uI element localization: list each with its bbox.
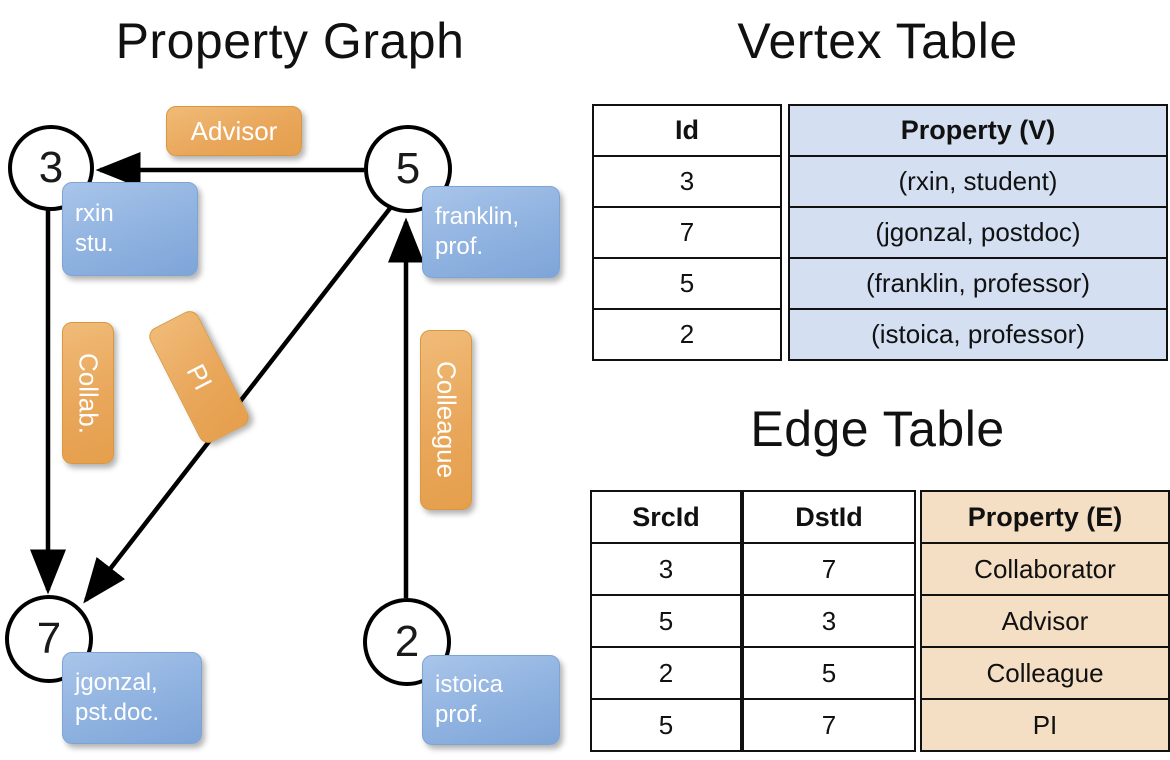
edge-label-colleague: Colleague	[420, 330, 472, 510]
table-header-row: Id	[592, 104, 782, 157]
edge-table-cell-property: PI	[920, 698, 1170, 752]
graph-node-3-property-box: rxin stu.	[62, 182, 198, 276]
table-row[interactable]: PI	[920, 698, 1170, 752]
edge-table-cell-dst: 7	[742, 698, 916, 752]
table-row[interactable]: 3	[590, 542, 742, 596]
edge-table-cell-dst: 3	[742, 594, 916, 648]
edge-table-cell-src: 5	[590, 594, 742, 648]
vertex-table-cell-property: (franklin, professor)	[788, 257, 1168, 310]
edge-label-advisor-text: Advisor	[190, 115, 278, 146]
table-row[interactable]: 5	[742, 646, 916, 700]
vertex-table-header-property: Property (V)	[788, 104, 1168, 157]
graph-node-5-label: 5	[395, 144, 421, 193]
graph-node-2-prop-line-1: istoica	[435, 671, 504, 698]
edge-table-header-property: Property (E)	[920, 490, 1170, 544]
graph-node-5[interactable]: 5	[364, 125, 452, 213]
edge-table-header-src: SrcId	[590, 490, 742, 544]
table-row[interactable]: 7	[592, 206, 782, 259]
graph-node-5-prop-line-2: prof.	[435, 233, 484, 260]
table-row[interactable]: 5	[590, 594, 742, 648]
table-header-row: Property (V)	[788, 104, 1168, 157]
table-row[interactable]: (rxin, student)	[788, 155, 1168, 208]
edge-table-cell-src: 3	[590, 542, 742, 596]
edge-table-cell-dst: 7	[742, 542, 916, 596]
table-header-row: Property (E)	[920, 490, 1170, 544]
graph-node-5-prop-line-1: franklin,	[435, 203, 520, 230]
table-row[interactable]: 3	[742, 594, 916, 648]
graph-node-2-property-box: istoica prof.	[422, 655, 560, 745]
vertex-table-cell-id: 2	[592, 308, 782, 361]
edge-table-dst-column: DstId 7 3 5 7	[742, 490, 916, 752]
vertex-table-cell-property: (jgonzal, postdoc)	[788, 206, 1168, 259]
edge-label-pi-text: PI	[180, 359, 219, 395]
graph-node-2-label: 2	[394, 617, 420, 666]
graph-node-3-label: 3	[38, 143, 64, 192]
graph-node-7-prop-line-2: pst.doc.	[75, 699, 160, 726]
vertex-table-header-id: Id	[592, 104, 782, 157]
edge-table-cell-src: 2	[590, 646, 742, 700]
edge-table-property-column: Property (E) Collaborator Advisor Collea…	[920, 490, 1170, 752]
vertex-table-id-column: Id 3 7 5 2	[592, 104, 782, 361]
page-title-edge-table: Edge Table	[750, 401, 1005, 457]
table-row[interactable]: (jgonzal, postdoc)	[788, 206, 1168, 259]
graph-node-2-prop-line-2: prof.	[435, 701, 484, 728]
table-row[interactable]: 7	[742, 542, 916, 596]
table-header-row: DstId	[742, 490, 916, 544]
edge-table-cell-property: Collaborator	[920, 542, 1170, 596]
table-row[interactable]: (franklin, professor)	[788, 257, 1168, 310]
graph-node-3-prop-line-1: rxin	[75, 200, 114, 227]
graph-node-7-label: 7	[36, 614, 62, 663]
vertex-table-cell-id: 5	[592, 257, 782, 310]
graph-node-5-property-box: franklin, prof.	[422, 186, 560, 278]
edge-label-collab-text: Collab.	[73, 352, 104, 434]
graph-node-2[interactable]: 2	[363, 598, 451, 686]
vertex-table-cell-property: (rxin, student)	[788, 155, 1168, 208]
table-row[interactable]: 7	[742, 698, 916, 752]
edge-label-colleague-text: Colleague	[431, 361, 462, 479]
table-header-row: SrcId	[590, 490, 742, 544]
edge-table-cell-property: Advisor	[920, 594, 1170, 648]
graph-node-7-property-box: jgonzal, pst.doc.	[62, 652, 202, 744]
edge-table-cell-src: 5	[590, 698, 742, 752]
page-title-vertex-table: Vertex Table	[737, 13, 1018, 69]
table-row[interactable]: 2	[590, 646, 742, 700]
table-row[interactable]: (istoica, professor)	[788, 308, 1168, 361]
vertex-table-property-column: Property (V) (rxin, student) (jgonzal, p…	[788, 104, 1168, 361]
vertex-table-cell-id: 7	[592, 206, 782, 259]
edge-table-cell-dst: 5	[742, 646, 916, 700]
edge-table-cell-property: Colleague	[920, 646, 1170, 700]
edge-table-src-column: SrcId 3 5 2 5	[590, 490, 742, 752]
table-row[interactable]: Advisor	[920, 594, 1170, 648]
table-row[interactable]: Collaborator	[920, 542, 1170, 596]
edge-label-advisor: Advisor	[166, 106, 302, 156]
graph-node-7-prop-line-1: jgonzal,	[75, 669, 158, 696]
edge-table-header-dst: DstId	[742, 490, 916, 544]
vertex-table-cell-property: (istoica, professor)	[788, 308, 1168, 361]
table-row[interactable]: Colleague	[920, 646, 1170, 700]
property-graph-diagram: 3 rxin stu. 5 franklin, prof. 7 jgonzal,…	[5, 106, 560, 745]
page-title-property-graph: Property Graph	[115, 13, 465, 69]
table-row[interactable]: 5	[592, 257, 782, 310]
vertex-table-cell-id: 3	[592, 155, 782, 208]
edge-label-collab: Collab.	[62, 322, 114, 464]
graph-node-3-prop-line-2: stu.	[75, 230, 114, 257]
table-row[interactable]: 5	[590, 698, 742, 752]
table-row[interactable]: 3	[592, 155, 782, 208]
table-row[interactable]: 2	[592, 308, 782, 361]
